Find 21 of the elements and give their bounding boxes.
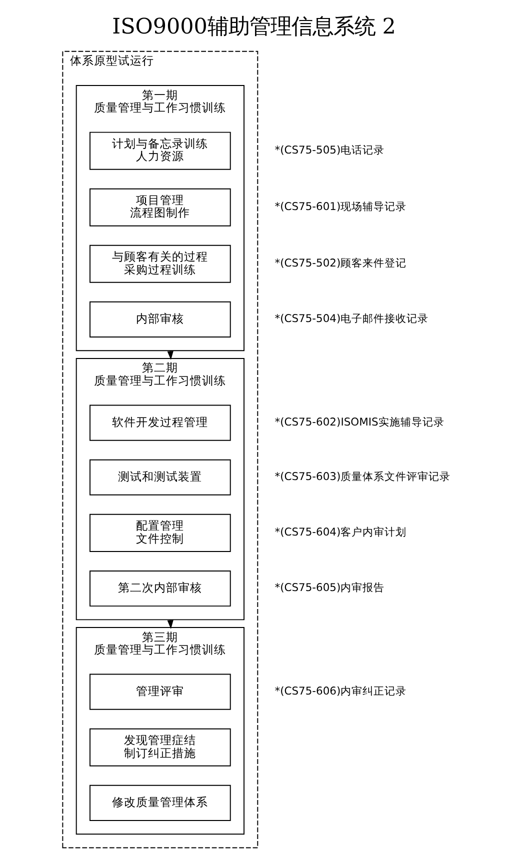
node-box: 修改质量管理体系 <box>90 784 231 821</box>
label: *(CS75-605)内审报告 <box>274 581 385 594</box>
node-box: 项目管理 流程图制作 <box>90 188 231 226</box>
node-box: 测试和测试装置 <box>90 459 231 496</box>
node-box: 配置管理 文件控制 <box>90 514 231 552</box>
label: *(CS75-601)现场辅导记录 <box>274 200 407 214</box>
node-box: 内部审核 <box>90 301 231 338</box>
node-box: 与顾客有关的过程 采购过程训练 <box>90 244 231 283</box>
label: *(CS75-504)电子邮件接收记录 <box>274 312 429 326</box>
node-box: 第二次内部审核 <box>90 570 231 607</box>
diagram-title: ISO9000辅助管理信息系统 2 <box>112 14 396 40</box>
label: *(CS75-606)内审纠正记录 <box>274 684 407 698</box>
node-box: 发现管理症结 制订纠正措施 <box>90 728 231 766</box>
label: *(CS75-602)ISOMIS实施辅导记录 <box>274 416 444 429</box>
node-box: 计划与备忘录训练 人力资源 <box>90 132 231 170</box>
label: *(CS75-505)电话记录 <box>274 144 385 157</box>
label: *(CS75-603)质量体系文件评审记录 <box>274 470 451 484</box>
node-box: 软件开发过程管理 <box>90 404 231 441</box>
label: *(CS75-502)顾客来件登记 <box>274 256 407 270</box>
label: *(CS75-604)客户内审计划 <box>274 526 407 539</box>
node-box: 管理评审 <box>90 674 231 710</box>
